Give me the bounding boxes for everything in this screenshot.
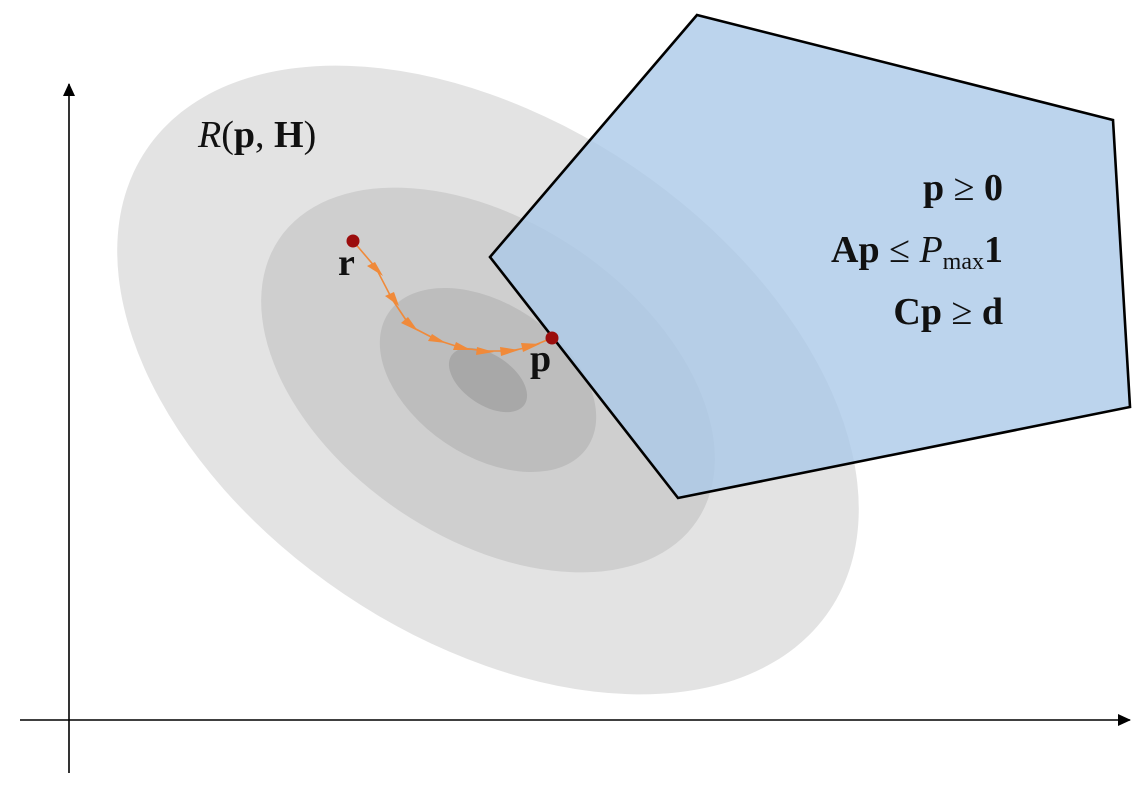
objective-func: R — [197, 114, 221, 156]
path-arrowhead — [385, 292, 399, 306]
path-arrowhead — [453, 342, 471, 350]
path-arrowhead — [428, 334, 446, 343]
objective-open: ( — [221, 114, 234, 156]
contour-level-4 — [448, 347, 528, 413]
feasible-region — [488, 13, 1132, 500]
constraint-rhs-vec: 1 — [984, 229, 1003, 271]
constraint-rhs-var: P — [918, 229, 942, 271]
objective-label: R(p, H) — [197, 114, 316, 156]
objective-arg-h: H — [274, 114, 304, 156]
start-point — [346, 234, 360, 248]
constraint-op: ≤ — [880, 229, 920, 271]
start-point-label: r — [338, 242, 355, 284]
solution-point-label: p — [530, 338, 551, 380]
path-arrowhead — [476, 347, 494, 355]
solution-point — [545, 331, 559, 345]
constraint-lhs: Ap — [831, 229, 880, 271]
objective-close: ) — [304, 114, 317, 156]
path-arrowhead — [521, 343, 540, 352]
optimization-path — [352, 240, 553, 356]
objective-arg-p: p — [234, 114, 255, 156]
constraint-demand: Cp ≥ d — [893, 291, 1003, 333]
constraint-list: p ≥ 0 Ap ≤ Pmax1 Cp ≥ d — [831, 167, 1003, 333]
constraint-power: Ap ≤ Pmax1 — [831, 229, 1003, 275]
path-arrowhead — [500, 347, 519, 356]
constraint-lhs: Cp — [893, 291, 942, 333]
constraint-op: ≥ — [942, 291, 982, 333]
path-arrowhead — [367, 262, 383, 276]
constraint-rhs: 0 — [984, 167, 1003, 209]
path-arrowhead — [401, 317, 418, 331]
constraint-rhs-sub: max — [943, 249, 984, 275]
constraint-rhs: d — [982, 291, 1003, 333]
constraint-lhs: p — [923, 167, 944, 209]
constraint-op: ≥ — [944, 167, 984, 209]
objective-sep: , — [255, 114, 274, 156]
constraint-nonneg: p ≥ 0 — [923, 167, 1003, 209]
